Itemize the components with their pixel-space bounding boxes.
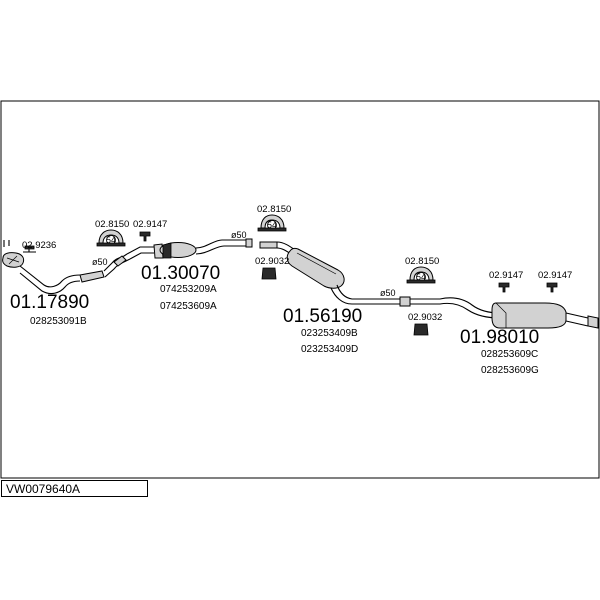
part-number: 01.30070 [141,263,220,284]
oem-number: 028253609G [481,365,539,376]
oem-number: 023253409D [301,344,358,355]
gasket-label: 02.9236 [22,240,56,251]
rubber-mount-label: 02.9032 [408,312,442,323]
center-silencer [259,241,411,307]
clamp-label: 02.9147 [489,270,523,281]
hanger-icon [406,266,436,284]
oem-number: 028253091B [30,316,87,327]
clamp-icon [139,231,151,242]
hanger-label: 02.8150 [405,256,439,267]
hanger-size-label: 54 [416,272,426,282]
part-number: 01.98010 [460,327,539,348]
hanger-size-label: 54 [106,235,116,245]
rubber-mount-label: 02.9032 [255,256,289,267]
part-number: 01.56190 [283,306,362,327]
clamp-icon [546,282,558,293]
model-code-box: VW0079640A [1,480,148,497]
hanger-size-label: 54 [267,220,277,230]
clamp-label: 02.9147 [133,219,167,230]
model-code: VW0079640A [6,482,81,496]
oem-number: 074253209A [160,284,217,295]
hanger-label: 02.8150 [95,219,129,230]
hanger-icon [257,214,287,232]
oem-number: 023253409B [301,328,358,339]
diameter-label: ø50 [380,288,396,298]
diagram-frame [0,100,600,479]
diameter-label: ø50 [92,257,108,267]
rear-silencer [410,297,599,329]
part-number: 01.17890 [10,292,89,313]
hanger-icon [96,229,126,247]
diameter-label: ø50 [231,230,247,240]
intermediate-pipe [126,238,253,260]
rubber-mount-icon [261,267,277,280]
hanger-label: 02.8150 [257,204,291,215]
clamp-icon [498,282,510,293]
oem-number: 074253609A [160,301,217,312]
oem-number: 028253609C [481,349,538,360]
rubber-mount-icon [413,323,429,336]
front-pipe [2,240,131,295]
gasket-icon [23,245,36,253]
clamp-label: 02.9147 [538,270,572,281]
